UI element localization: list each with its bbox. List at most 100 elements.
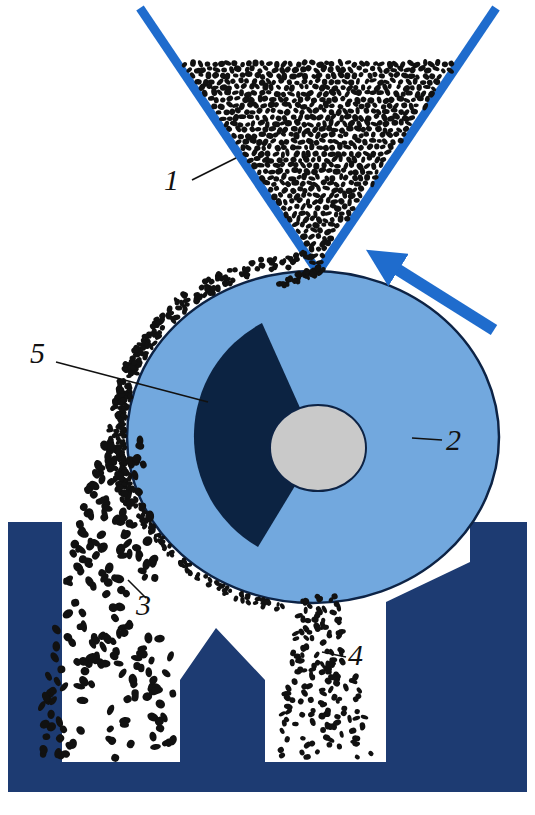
grain <box>308 113 318 122</box>
grain <box>76 567 86 577</box>
grain <box>121 529 128 540</box>
grain <box>244 122 251 128</box>
grain <box>303 753 312 760</box>
grain <box>355 107 360 115</box>
grain <box>378 131 386 139</box>
grain <box>221 67 227 72</box>
grain <box>101 632 114 646</box>
grain <box>139 460 148 470</box>
callout-anchor: 5 <box>30 338 45 368</box>
grain <box>327 78 335 86</box>
grain <box>327 161 334 169</box>
grain <box>167 543 173 549</box>
grain <box>249 110 256 115</box>
grain <box>330 71 338 80</box>
grain <box>182 558 188 564</box>
grain <box>371 162 377 170</box>
grain <box>329 609 338 616</box>
grain <box>203 284 211 293</box>
grain <box>349 160 355 168</box>
grain <box>300 615 306 622</box>
grain <box>286 91 295 98</box>
grain <box>321 618 325 623</box>
grain <box>154 634 165 643</box>
grain <box>107 602 119 614</box>
grain <box>254 265 261 272</box>
grain <box>117 552 129 560</box>
grain <box>261 95 270 103</box>
grain <box>320 178 328 186</box>
grain <box>306 121 315 128</box>
grain <box>166 650 176 662</box>
grain <box>160 668 172 679</box>
grain <box>309 143 315 151</box>
grain <box>282 693 292 703</box>
grain <box>50 623 63 636</box>
grain <box>262 82 270 91</box>
grain <box>392 130 400 138</box>
grain <box>232 73 238 78</box>
grain <box>351 142 358 151</box>
grain <box>227 116 233 121</box>
grain <box>141 534 155 548</box>
grain <box>399 119 404 126</box>
grain <box>274 61 280 68</box>
grain <box>342 174 350 182</box>
grain <box>174 298 181 306</box>
grain <box>355 693 362 700</box>
grain <box>100 507 109 520</box>
grain <box>238 270 245 277</box>
grain <box>113 483 125 494</box>
callout-number: 4 <box>348 638 363 671</box>
grain <box>182 308 188 316</box>
grain <box>409 66 417 74</box>
grain <box>278 258 286 266</box>
grain <box>312 621 321 631</box>
grain <box>423 85 431 90</box>
grain <box>250 148 258 157</box>
grain <box>299 250 308 256</box>
grain <box>161 545 167 551</box>
grain <box>147 553 161 566</box>
grain <box>208 278 216 286</box>
grain <box>148 674 160 686</box>
grain <box>244 78 250 84</box>
callout-number: 2 <box>446 423 461 456</box>
grain <box>325 197 331 204</box>
grain <box>308 666 317 673</box>
grain <box>120 412 125 417</box>
grain <box>307 696 314 704</box>
grain <box>287 60 293 67</box>
grain <box>340 85 346 90</box>
grain <box>301 668 308 673</box>
grain <box>303 643 309 651</box>
grain <box>258 131 266 137</box>
grain <box>209 284 218 293</box>
grain <box>148 656 156 665</box>
grain <box>311 83 319 91</box>
grain <box>333 120 341 128</box>
grain <box>296 196 304 204</box>
grain <box>47 710 55 720</box>
grain <box>332 675 341 684</box>
grain <box>137 501 148 513</box>
grain <box>410 108 418 115</box>
grain <box>379 144 386 150</box>
grain <box>77 674 90 688</box>
grain <box>113 660 124 668</box>
grain <box>119 424 125 431</box>
grain <box>54 733 65 744</box>
grain <box>107 442 116 452</box>
grain <box>62 631 74 643</box>
grain <box>300 202 307 211</box>
grain <box>114 443 123 455</box>
callout-anchor: 4 <box>348 640 363 670</box>
grain <box>308 175 316 181</box>
grain <box>395 83 401 90</box>
grain <box>258 257 264 263</box>
grain <box>314 748 321 755</box>
grain <box>245 266 251 272</box>
grain <box>148 731 157 742</box>
grain <box>376 61 385 68</box>
